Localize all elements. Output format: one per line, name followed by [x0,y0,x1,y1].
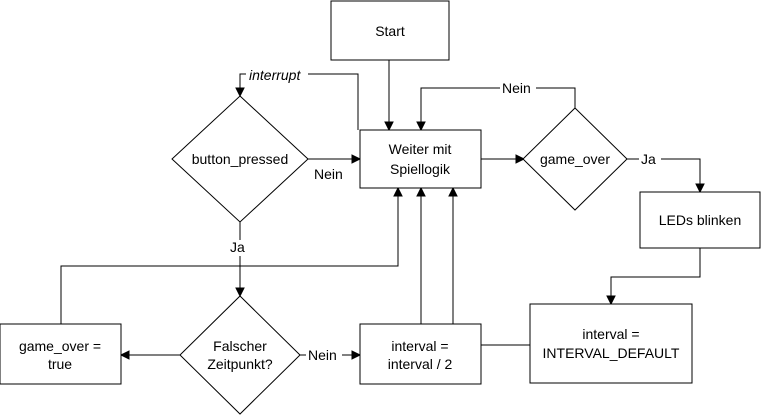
arrowhead [351,350,362,360]
arrowhead [235,87,245,98]
arrowhead [448,186,458,197]
arrowhead [416,186,426,197]
edge-default-to-logic [452,195,530,346]
node-game-over-true-label-2: true [48,356,72,372]
arrowhead [351,154,362,164]
arrowhead [235,287,245,298]
node-button-pressed-label: button_pressed [192,151,289,167]
node-interval-half-label-1: interval = [391,338,448,354]
node-interval-half-label-2: interval / 2 [388,356,453,372]
node-interval-default-label-2: INTERVAL_DEFAULT [543,345,680,361]
edge-label-ja-game-over: Ja [641,151,656,167]
edge-label-bg [306,348,342,364]
node-falscher [179,295,301,415]
node-spiellogik-label-1: Weiter mit [389,141,452,157]
arrowhead [515,154,526,164]
node-falscher-label-2: Zeitpunkt? [207,356,273,372]
node-leds-label: LEDs blinken [659,212,742,228]
node-start [330,0,450,61]
arrowhead [416,121,426,132]
arrowhead [119,350,130,360]
node-leds [639,191,761,249]
node-button-pressed [171,95,309,223]
node-spiellogik [359,129,482,189]
edge-label-bg [500,80,536,96]
edge-leds-to-default [610,248,701,298]
node-game-over-check [522,107,628,211]
edge-label-nein-falscher: Nein [308,347,337,363]
node-start-label: Start [375,23,405,39]
node-falscher-label-1: Falscher [213,338,267,354]
edge-true-to-logic [60,195,399,324]
edge-label-bg [639,152,661,167]
node-interval-half [359,323,482,385]
arrowhead [393,186,403,197]
node-game-over-check-label: game_over [540,151,610,167]
edge-gameover-ja [627,158,701,186]
edge-label-nein-game-over: Nein [502,80,531,96]
arrowhead [695,183,705,194]
edge-label-nein-button: Nein [314,166,343,182]
edge-label-interrupt: interrupt [249,67,301,83]
arrowhead [384,121,394,132]
node-interval-default [529,303,693,384]
node-game-over-true-label-1: game_over = [19,338,101,354]
edge-label-bg [246,67,308,83]
arrowhead [606,295,616,306]
edge-label-bg [228,240,252,256]
edge-gameover-nein [420,87,576,124]
node-interval-default-label-1: interval = [582,326,639,342]
node-game-over-true [0,323,122,385]
node-spiellogik-label-2: Spiellogik [390,161,451,177]
edge-label-ja-button: Ja [230,239,245,255]
